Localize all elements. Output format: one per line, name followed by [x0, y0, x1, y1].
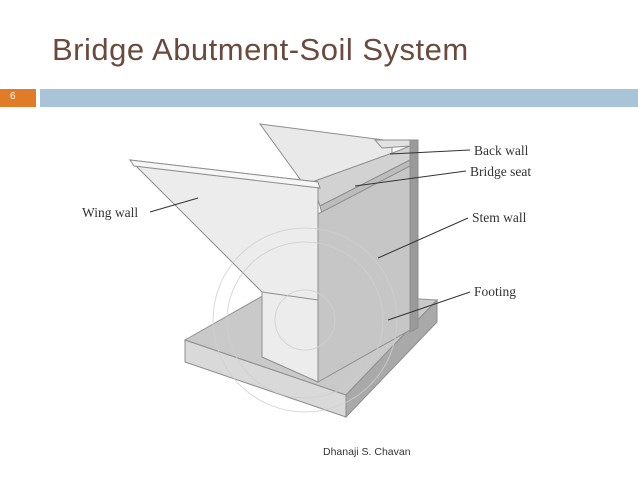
wing-stem-joint	[261, 291, 319, 301]
slide-number: 6	[10, 91, 16, 102]
label-footing: Footing	[474, 284, 516, 299]
leader-wing-wall	[149, 197, 199, 213]
label-back-wall: Back wall	[474, 143, 529, 158]
leader-footing	[387, 291, 471, 321]
label-wing-wall: Wing wall	[82, 205, 138, 220]
label-bridge-seat: Bridge seat	[470, 164, 531, 179]
leader-stem-wall	[377, 217, 469, 259]
watermark-seal	[212, 227, 398, 413]
title-bar	[40, 89, 638, 107]
footer-author: Dhanaji S. Chavan	[323, 446, 411, 458]
stem-wall-side	[409, 139, 419, 333]
slide-title: Bridge Abutment-Soil System	[52, 32, 469, 67]
leader-back-wall	[389, 149, 471, 155]
slide-number-box	[0, 89, 36, 107]
front-wing-wall-edge	[128, 159, 321, 189]
leader-bridge-seat	[354, 170, 467, 187]
label-stem-wall: Stem wall	[472, 210, 527, 225]
